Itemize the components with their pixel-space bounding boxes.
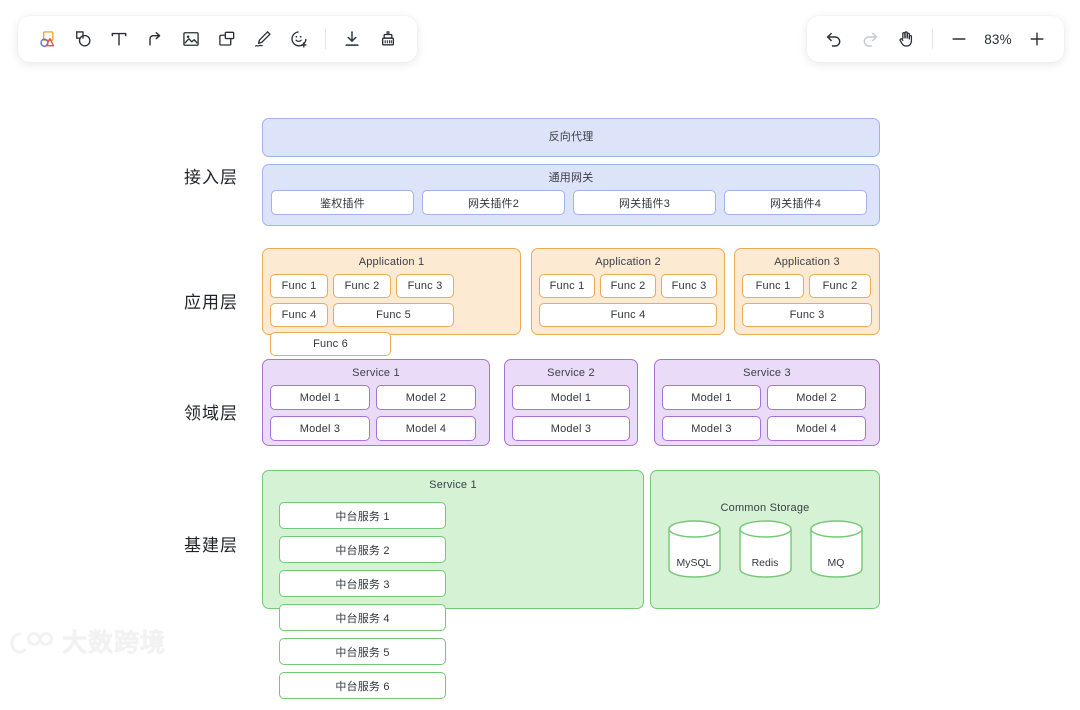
chip-func[interactable]: Func 4 [539, 303, 717, 327]
chip-model[interactable]: Model 1 [270, 385, 370, 410]
chip-func[interactable]: Func 6 [270, 332, 391, 356]
domain-service-1-model-list: Model 1 Model 2 Model 3 Model 4 [263, 379, 489, 447]
chip-middle-platform-service[interactable]: 中台服务 4 [279, 604, 446, 631]
database-cylinder-mysql[interactable]: MySQL [666, 518, 723, 580]
group-common-gateway[interactable]: 通用网关 鉴权插件 网关插件2 网关插件3 网关插件4 [262, 164, 880, 226]
chip-func[interactable]: Func 1 [270, 274, 328, 298]
chip-func[interactable]: Func 3 [661, 274, 717, 298]
group-title-common-gateway: 通用网关 [263, 165, 879, 184]
group-title-infra-service-1: Service 1 [263, 471, 643, 491]
diagram-canvas[interactable]: 接入层 反向代理 通用网关 鉴权插件 网关插件2 网关插件3 网关插件4 应用层… [0, 0, 1080, 665]
group-reverse-proxy[interactable]: 反向代理 [262, 118, 880, 157]
chip-func[interactable]: Func 2 [600, 274, 656, 298]
group-domain-service-3[interactable]: Service 3 Model 1 Model 2 Model 3 Model … [654, 359, 880, 446]
group-infra-service-1[interactable]: Service 1 中台服务 1 中台服务 2 中台服务 3 中台服务 4 中台… [262, 470, 644, 609]
layer-label-access: 接入层 [184, 163, 238, 188]
chip-model[interactable]: Model 4 [376, 416, 476, 441]
application-1-func-list: Func 1 Func 2 Func 3 Func 4 Func 5 Func … [263, 268, 520, 362]
group-application-1[interactable]: Application 1 Func 1 Func 2 Func 3 Func … [262, 248, 521, 335]
chip-middle-platform-service[interactable]: 中台服务 5 [279, 638, 446, 665]
chip-model[interactable]: Model 1 [512, 385, 630, 410]
gateway-plugin-list: 鉴权插件 网关插件2 网关插件3 网关插件4 [263, 184, 879, 221]
group-title-application-2: Application 2 [532, 249, 724, 268]
chip-middle-platform-service[interactable]: 中台服务 1 [279, 502, 446, 529]
database-label: MQ [808, 557, 865, 569]
chip-func[interactable]: Func 2 [809, 274, 871, 298]
chip-model[interactable]: Model 2 [376, 385, 476, 410]
domain-service-2-model-list: Model 1 Model 3 [505, 379, 637, 447]
database-label: MySQL [666, 557, 723, 569]
group-title-domain-service-1: Service 1 [263, 360, 489, 379]
chip-model[interactable]: Model 2 [767, 385, 866, 410]
chip-func[interactable]: Func 1 [539, 274, 595, 298]
group-application-2[interactable]: Application 2 Func 1 Func 2 Func 3 Func … [531, 248, 725, 335]
group-title-domain-service-2: Service 2 [505, 360, 637, 379]
database-cylinder-mq[interactable]: MQ [808, 518, 865, 580]
infra-service-list: 中台服务 1 中台服务 2 中台服务 3 中台服务 4 中台服务 5 中台服务 … [263, 491, 643, 710]
database-cylinder-redis[interactable]: Redis [737, 518, 794, 580]
group-domain-service-2[interactable]: Service 2 Model 1 Model 3 [504, 359, 638, 446]
group-domain-service-1[interactable]: Service 1 Model 1 Model 2 Model 3 Model … [262, 359, 490, 446]
group-title-reverse-proxy: 反向代理 [263, 119, 879, 143]
group-application-3[interactable]: Application 3 Func 1 Func 2 Func 3 [734, 248, 880, 335]
application-2-func-list: Func 1 Func 2 Func 3 Func 4 [532, 268, 724, 333]
chip-gateway-plugin[interactable]: 网关插件4 [724, 190, 867, 215]
storage-cylinder-list: MySQL Redis MQ [651, 514, 879, 580]
chip-func[interactable]: Func 2 [333, 274, 391, 298]
chip-func[interactable]: Func 3 [742, 303, 872, 327]
application-3-func-list: Func 1 Func 2 Func 3 [735, 268, 879, 333]
chip-model[interactable]: Model 3 [662, 416, 761, 441]
chip-gateway-plugin[interactable]: 网关插件2 [422, 190, 565, 215]
domain-service-3-model-list: Model 1 Model 2 Model 3 Model 4 [655, 379, 879, 447]
chip-middle-platform-service[interactable]: 中台服务 2 [279, 536, 446, 563]
chip-model[interactable]: Model 1 [662, 385, 761, 410]
layer-label-domain: 领域层 [184, 399, 238, 424]
layer-label-application: 应用层 [184, 288, 238, 313]
chip-middle-platform-service[interactable]: 中台服务 6 [279, 672, 446, 699]
chip-model[interactable]: Model 3 [512, 416, 630, 441]
chip-model[interactable]: Model 3 [270, 416, 370, 441]
group-title-application-1: Application 1 [263, 249, 520, 268]
chip-gateway-plugin[interactable]: 网关插件3 [573, 190, 716, 215]
chip-func[interactable]: Func 4 [270, 303, 328, 327]
chip-func[interactable]: Func 3 [396, 274, 454, 298]
chip-model[interactable]: Model 4 [767, 416, 866, 441]
group-title-application-3: Application 3 [735, 249, 879, 268]
group-common-storage[interactable]: Common Storage MySQL Redis [650, 470, 880, 609]
chip-func[interactable]: Func 5 [333, 303, 454, 327]
chip-func[interactable]: Func 1 [742, 274, 804, 298]
group-title-domain-service-3: Service 3 [655, 360, 879, 379]
database-label: Redis [737, 557, 794, 569]
chip-gateway-plugin[interactable]: 鉴权插件 [271, 190, 414, 215]
chip-middle-platform-service[interactable]: 中台服务 3 [279, 570, 446, 597]
layer-label-infrastructure: 基建层 [184, 531, 238, 556]
group-title-common-storage: Common Storage [651, 471, 879, 514]
